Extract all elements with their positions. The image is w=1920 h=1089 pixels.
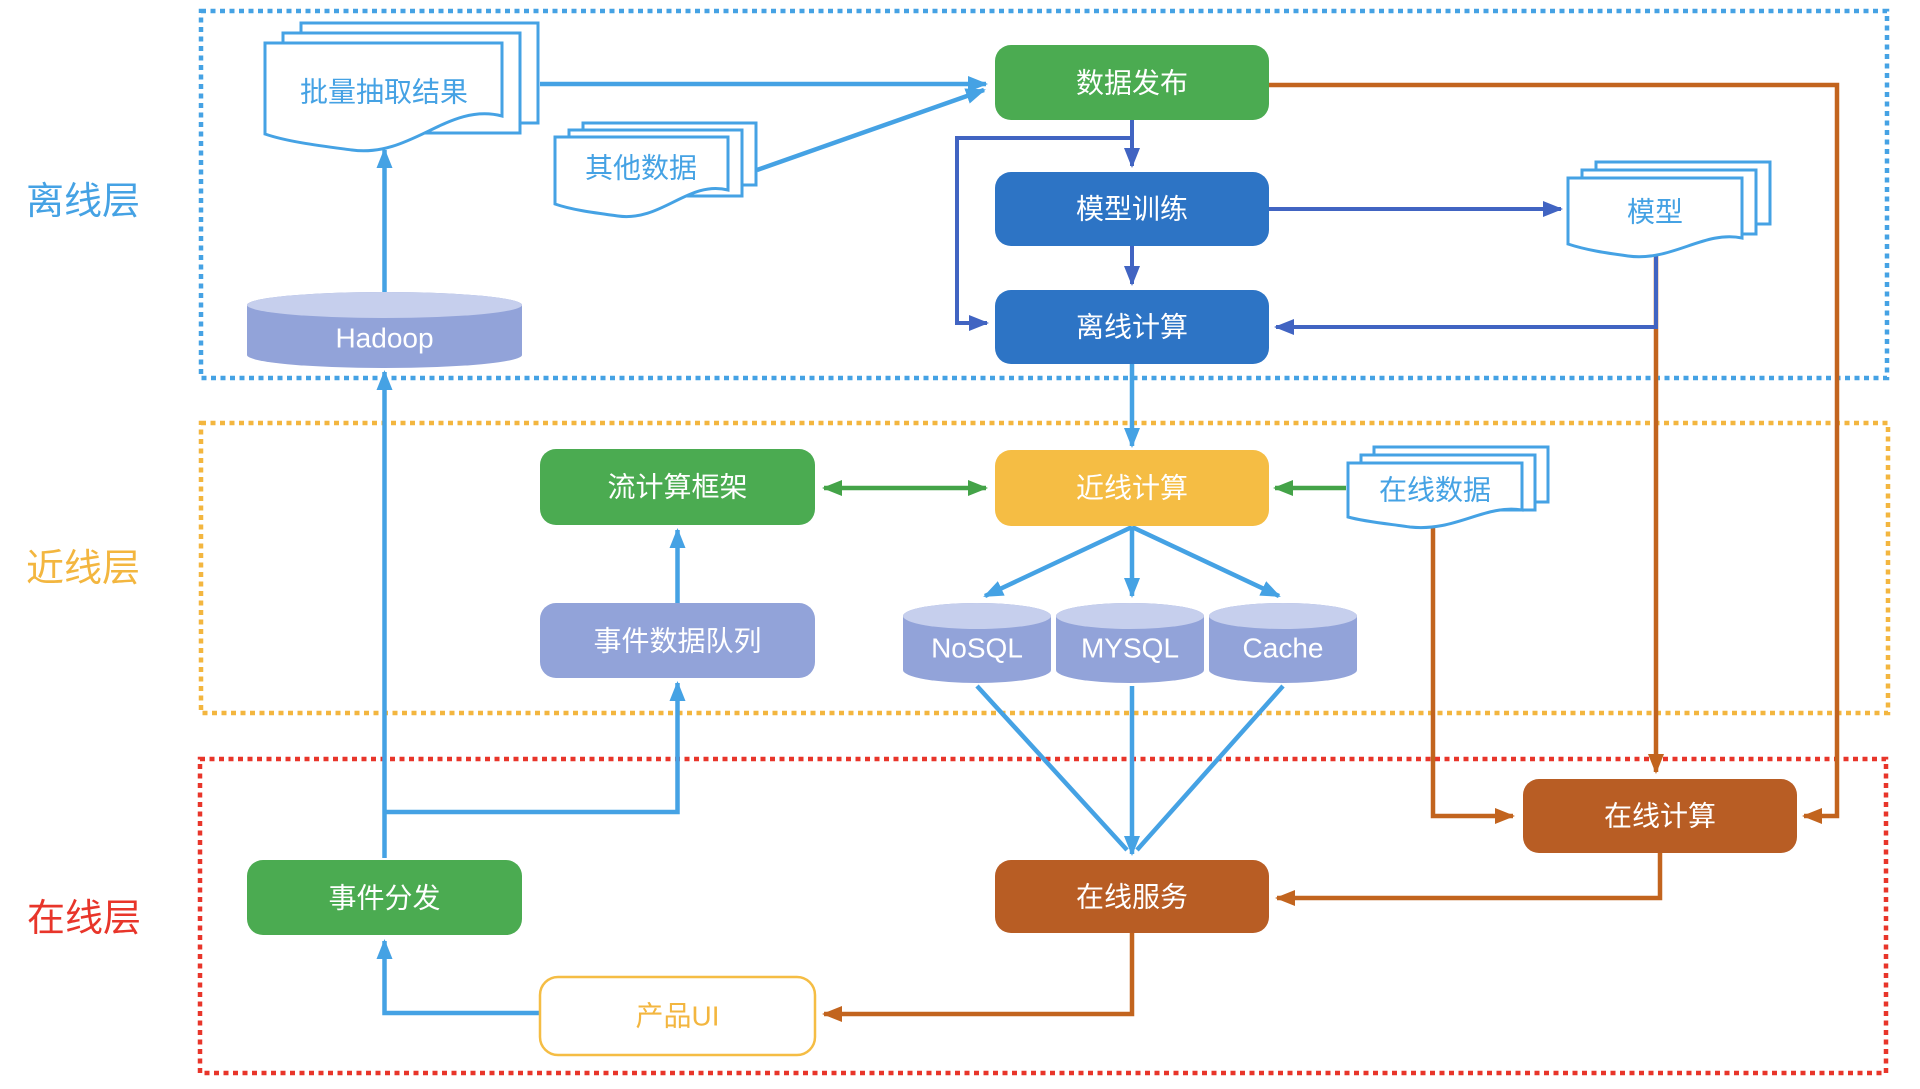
other-data-label: 其他数据 — [585, 153, 697, 184]
offline-compute-node: 离线计算 — [995, 290, 1269, 364]
event-queue-label: 事件数据队列 — [593, 626, 761, 657]
online-layer-label: 在线层 — [27, 898, 141, 940]
other-data-docs — [553, 121, 758, 219]
mysql-label: MYSQL — [1081, 633, 1179, 664]
online-layer-border — [197, 756, 1889, 1076]
stream-framework-node: 流计算框架 — [540, 449, 815, 525]
event-dispatch-node: 事件分发 — [247, 860, 522, 935]
nearline-layer-label: 近线层 — [26, 548, 140, 590]
edge-product-ui-to-event-dispatch — [376, 939, 540, 1016]
product-ui-node: 产品UI — [538, 975, 817, 1057]
cylinder-top — [1056, 603, 1204, 629]
online-data-docs — [1346, 445, 1550, 530]
cache-cylinder: Cache — [1209, 603, 1357, 683]
cylinder-top — [1209, 603, 1357, 629]
data-publish-node: 数据发布 — [995, 45, 1269, 120]
nosql-label: NoSQL — [931, 633, 1023, 664]
hadoop-label: Hadoop — [335, 323, 433, 354]
orange-edges — [822, 82, 1840, 1022]
online-data-label: 在线数据 — [1379, 475, 1491, 506]
model-training-label: 模型训练 — [1076, 194, 1188, 225]
hadoop-cylinder: Hadoop — [247, 292, 522, 368]
node-box — [540, 449, 815, 525]
nearline-compute-label: 近线计算 — [1076, 473, 1188, 504]
edge-event-dispatch-to-event-queue — [384, 681, 686, 815]
product-ui-label: 产品UI — [635, 1001, 719, 1032]
mysql-cylinder: MYSQL — [1056, 603, 1204, 683]
data-publish-label: 数据发布 — [1076, 68, 1188, 99]
edge-data-publish-to-online-compute — [1269, 82, 1840, 824]
online-compute-label: 在线计算 — [1604, 801, 1716, 832]
node-box — [538, 975, 817, 1057]
online-service-label: 在线服务 — [1076, 882, 1188, 913]
cylinder-top — [903, 603, 1051, 629]
node-box — [247, 860, 522, 935]
edge-nearline-compute-to-nosql — [983, 524, 1133, 599]
edge-model-to-offline-compute — [1274, 250, 1658, 335]
nosql-cylinder: NoSQL — [903, 603, 1051, 683]
cylinder-top — [247, 292, 522, 318]
online-service-node: 在线服务 — [995, 860, 1269, 933]
edge-nosql-to-online-service — [975, 684, 1129, 852]
edge-data-publish-to-offline-compute — [955, 136, 1132, 331]
model-docs — [1566, 160, 1772, 259]
offline-compute-label: 离线计算 — [1076, 312, 1188, 343]
edge-nearline-compute-to-cache — [1131, 524, 1281, 599]
event-dispatch-label: 事件分发 — [328, 883, 440, 914]
document-front-icon — [263, 41, 504, 153]
batch-extract-label: 批量抽取结果 — [300, 77, 468, 108]
edge-other-data-to-data-publish — [756, 87, 986, 173]
offline-layer-label: 离线层 — [26, 181, 140, 223]
edge-online-data-to-online-compute — [1430, 520, 1515, 824]
document-front-icon — [1566, 176, 1744, 259]
node-box — [995, 860, 1269, 933]
dark-blue-edges — [955, 120, 1658, 335]
edge-online-service-to-product-ui — [822, 933, 1135, 1022]
model-training-node: 模型训练 — [995, 172, 1269, 246]
model-label: 模型 — [1627, 197, 1683, 228]
batch-extract-docs — [263, 21, 540, 153]
node-box — [1523, 779, 1797, 853]
nearline-compute-node: 近线计算 — [995, 450, 1269, 526]
edge-cache-to-online-service — [1135, 684, 1285, 852]
edge-online-compute-to-online-service — [1275, 853, 1663, 906]
node-box — [995, 45, 1269, 120]
event-queue-node: 事件数据队列 — [540, 603, 815, 678]
node-box — [995, 290, 1269, 364]
node-box — [995, 450, 1269, 526]
cache-label: Cache — [1243, 633, 1324, 664]
online-compute-node: 在线计算 — [1523, 779, 1797, 853]
document-front-icon — [553, 135, 730, 219]
stream-framework-label: 流计算框架 — [607, 472, 747, 503]
node-box — [540, 603, 815, 678]
light-blue-edges — [376, 76, 1285, 1016]
node-box — [995, 172, 1269, 246]
document-front-icon — [1346, 461, 1524, 530]
